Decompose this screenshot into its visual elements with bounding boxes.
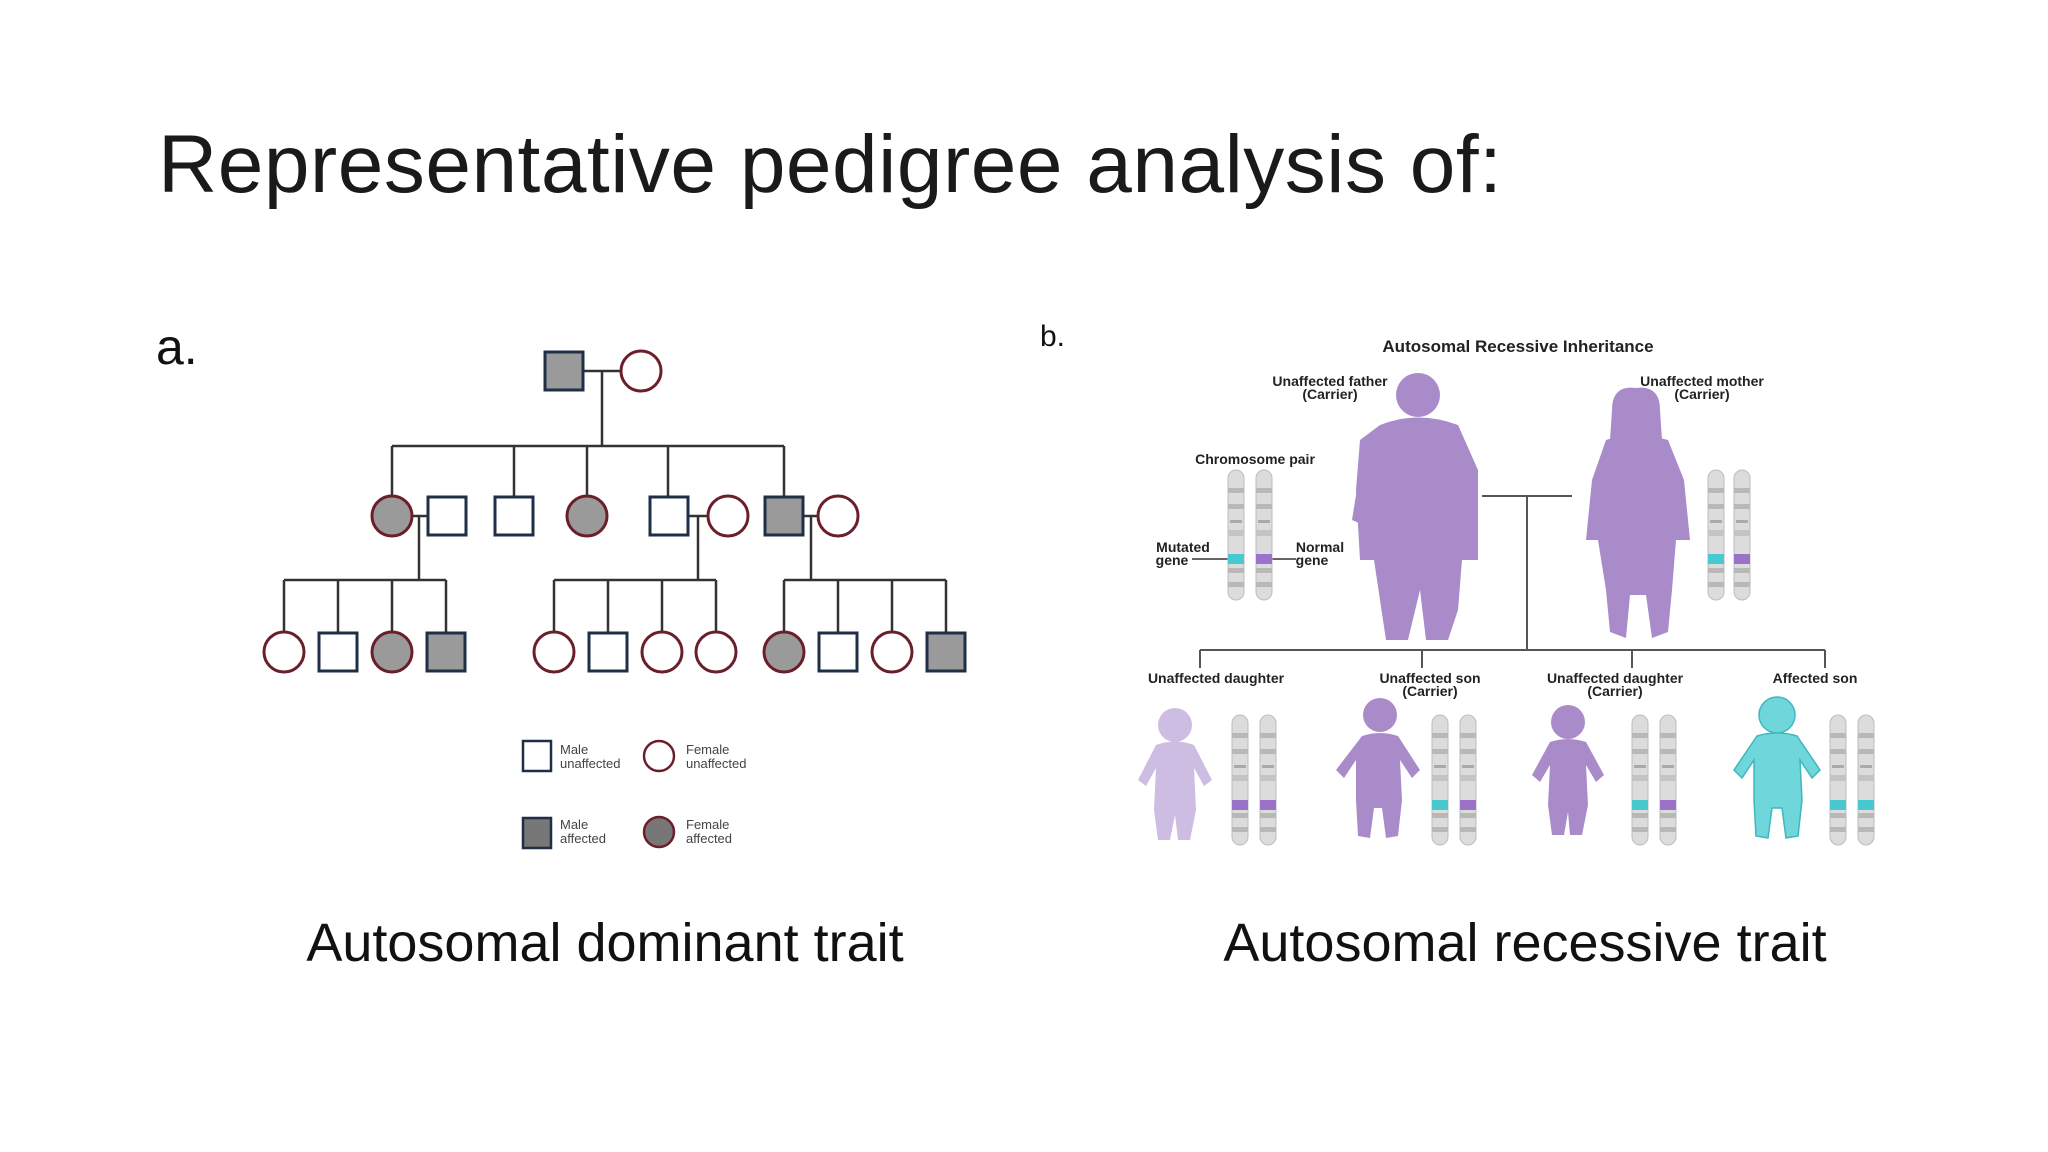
female-affected-symbol <box>565 494 609 538</box>
father-silhouette <box>1352 373 1478 640</box>
svg-text:(Carrier): (Carrier) <box>1402 683 1457 699</box>
svg-text:Male: Male <box>560 817 588 832</box>
father-chromosome-pair <box>1227 469 1273 601</box>
caption-recessive: Autosomal recessive trait <box>1223 913 1827 973</box>
male-unaffected-symbol <box>648 495 690 537</box>
legend-female-unaffected-icon <box>642 739 676 773</box>
female-unaffected-symbol <box>706 494 750 538</box>
female-unaffected-symbol <box>619 349 663 393</box>
panel-label-a: a. <box>156 319 198 375</box>
svg-text:(Carrier): (Carrier) <box>1674 386 1729 402</box>
child3-chromosome-pair <box>1631 714 1677 846</box>
female-unaffected-symbol <box>532 630 576 674</box>
pedigree-legend: Male unaffected Female unaffected Male a… <box>521 739 746 850</box>
svg-text:Normal: Normal <box>1296 539 1344 555</box>
child-affected-son <box>1733 696 1821 839</box>
svg-text:gene: gene <box>1296 552 1329 568</box>
female-unaffected-symbol <box>816 494 860 538</box>
panel-label-b: b. <box>1040 320 1066 353</box>
male-affected-symbol <box>925 631 967 673</box>
legend-female-affected-icon <box>642 815 676 849</box>
mother-silhouette <box>1586 387 1690 638</box>
male-affected-symbol <box>425 631 467 673</box>
svg-text:(Carrier): (Carrier) <box>1302 386 1357 402</box>
female-affected-symbol <box>370 630 414 674</box>
svg-text:Mutated: Mutated <box>1156 539 1210 555</box>
caption-dominant: Autosomal dominant trait <box>306 913 904 973</box>
child-unaffected-daughter <box>1138 708 1212 840</box>
child2-chromosome-pair <box>1431 714 1477 846</box>
svg-text:unaffected: unaffected <box>560 756 620 771</box>
svg-text:Unaffected son: Unaffected son <box>1379 670 1480 686</box>
female-affected-symbol <box>370 494 414 538</box>
child-unaffected-daughter-carrier <box>1532 705 1604 835</box>
svg-text:Male: Male <box>560 742 588 757</box>
legend-male-unaffected-icon <box>521 739 553 773</box>
svg-text:Chromosome pair: Chromosome pair <box>1195 451 1315 467</box>
svg-text:unaffected: unaffected <box>686 756 746 771</box>
svg-text:Unaffected daughter: Unaffected daughter <box>1148 670 1285 686</box>
legend-male-affected-icon <box>521 816 553 850</box>
svg-text:Female: Female <box>686 817 729 832</box>
svg-text:(Carrier): (Carrier) <box>1587 683 1642 699</box>
svg-text:gene: gene <box>1156 552 1189 568</box>
mother-chromosome-pair <box>1707 469 1751 601</box>
diagram-title: Autosomal Recessive Inheritance <box>1382 337 1653 356</box>
child-unaffected-son <box>1336 698 1420 838</box>
svg-text:Affected son: Affected son <box>1773 670 1858 686</box>
svg-text:Unaffected daughter: Unaffected daughter <box>1547 670 1684 686</box>
pedigree-chart: Male unaffected Female unaffected Male a… <box>262 349 967 850</box>
svg-text:affected: affected <box>560 831 606 846</box>
male-affected-symbol <box>763 495 805 537</box>
male-unaffected-symbol <box>426 495 468 537</box>
male-unaffected-symbol <box>317 631 359 673</box>
pedigree-lines <box>282 369 948 632</box>
female-unaffected-symbol <box>870 630 914 674</box>
female-affected-symbol <box>762 630 806 674</box>
svg-text:Unaffected father: Unaffected father <box>1272 373 1388 389</box>
male-unaffected-symbol <box>817 631 859 673</box>
male-unaffected-symbol <box>587 631 629 673</box>
svg-text:Female: Female <box>686 742 729 757</box>
female-unaffected-symbol <box>640 630 684 674</box>
family-lines <box>1199 495 1826 668</box>
male-unaffected-symbol <box>493 495 535 537</box>
female-unaffected-symbol <box>694 630 738 674</box>
slide-title: Representative pedigree analysis of: <box>158 119 1503 210</box>
male-affected-symbol <box>543 350 585 392</box>
child1-chromosome-pair <box>1231 714 1277 846</box>
svg-text:Unaffected mother: Unaffected mother <box>1640 373 1764 389</box>
female-unaffected-symbol <box>262 630 306 674</box>
child4-chromosome-pair <box>1829 714 1875 846</box>
svg-text:affected: affected <box>686 831 732 846</box>
